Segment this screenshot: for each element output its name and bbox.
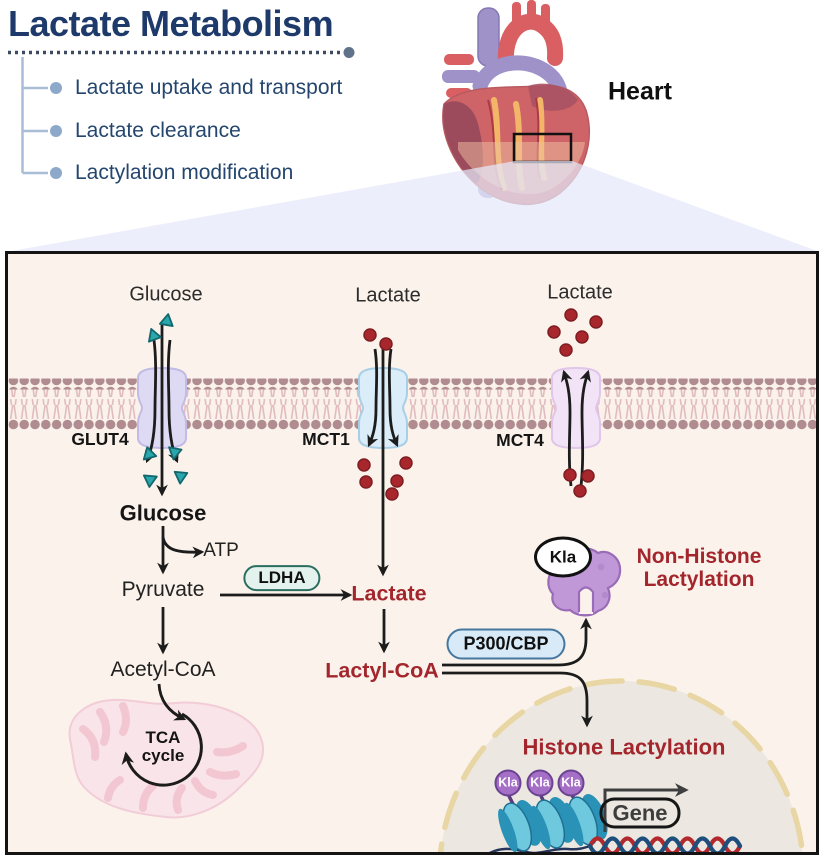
kla-mark-text: Kla bbox=[530, 775, 550, 790]
kla-mark-text: Kla bbox=[561, 775, 581, 790]
mct4-channel bbox=[551, 366, 601, 450]
histone-lactylation-label: Histone Lactylation bbox=[522, 734, 726, 760]
chromatin bbox=[489, 783, 743, 852]
bullet-dot bbox=[50, 82, 62, 94]
atp-label: ATP bbox=[203, 540, 239, 562]
heart-aorta-arch bbox=[497, 13, 564, 70]
cell-diagram-panel: Glucose Lactate Lactate GLUT4 MCT1 MCT4 … bbox=[5, 251, 819, 855]
cell-diagram-graphics bbox=[8, 308, 816, 852]
mct4-label: MCT4 bbox=[496, 429, 544, 450]
glucose-extracellular-label: Glucose bbox=[129, 283, 203, 306]
figure-title: Lactate Metabolism bbox=[8, 3, 334, 44]
nucleosome bbox=[498, 800, 542, 852]
tca-line2: cycle bbox=[141, 746, 185, 765]
acetyl-coa-label: Acetyl-CoA bbox=[110, 657, 216, 681]
pyruvate-label: Pyruvate bbox=[121, 577, 205, 601]
atp-branch-arrow bbox=[161, 536, 205, 559]
lactylcoa-to-nucleus-arrow bbox=[442, 671, 593, 728]
gene-box: Gene bbox=[599, 797, 681, 829]
mitochondrion bbox=[68, 698, 265, 819]
bullet-tree-lines bbox=[21, 57, 48, 175]
tca-cycle-label: TCA cycle bbox=[142, 729, 185, 765]
heart-pulmonary-artery bbox=[472, 55, 568, 100]
glucose-intracellular-label: Glucose bbox=[119, 500, 207, 526]
heart-vessel-stub bbox=[442, 70, 480, 83]
bullet-item: Lactylation modification bbox=[75, 161, 294, 184]
glucose-molecules bbox=[142, 313, 189, 488]
lactate-molecules bbox=[357, 308, 603, 501]
lactylcoa-to-nonhistone-arrow bbox=[442, 617, 592, 667]
lactyl-coa-label: Lactyl-CoA bbox=[325, 658, 439, 683]
p300-cbp-enzyme-badge: P300/CBP bbox=[446, 628, 566, 660]
glut4-label: GLUT4 bbox=[71, 428, 129, 449]
ldha-enzyme-badge: LDHA bbox=[243, 565, 321, 591]
bullet-dot bbox=[50, 167, 62, 179]
bullet-item: Lactate clearance bbox=[75, 119, 241, 142]
dna-strand-blue bbox=[587, 836, 743, 852]
non-histone-line1: Non-Histone bbox=[636, 545, 762, 568]
bullet-item: Lactate uptake and transport bbox=[75, 76, 343, 99]
kla-badge-text: Kla bbox=[549, 547, 577, 567]
heart-vessel-stub bbox=[444, 54, 474, 65]
gene-label: Gene bbox=[612, 800, 668, 826]
histone-kla-mark: Kla bbox=[526, 769, 554, 797]
acetylcoa-to-tca-arrow bbox=[157, 683, 187, 721]
non-histone-line2: Lactylation bbox=[643, 568, 755, 591]
non-histone-lactylation-label: Non-Histone Lactylation bbox=[637, 545, 762, 591]
histone-kla-mark: Kla bbox=[557, 769, 585, 797]
bullet-dot bbox=[50, 125, 62, 137]
mct1-label: MCT1 bbox=[302, 428, 350, 449]
pathway-arrows bbox=[145, 322, 593, 728]
heart-label: Heart bbox=[608, 77, 672, 106]
tca-cycle-arrow bbox=[121, 712, 203, 787]
underline-end-dot bbox=[343, 47, 355, 58]
lactate-intracellular-label: Lactate bbox=[351, 581, 427, 606]
lactate-efflux-arrow bbox=[561, 369, 573, 487]
tca-line1: TCA bbox=[145, 728, 181, 747]
plasma-membrane bbox=[8, 378, 816, 431]
kla-badge: Kla bbox=[534, 536, 592, 578]
lactate-extracellular-label: Lactate bbox=[355, 284, 421, 307]
kla-mark-text: Kla bbox=[498, 775, 518, 790]
histone-kla-mark: Kla bbox=[494, 769, 522, 797]
lactate-exported-label: Lactate bbox=[547, 281, 613, 304]
